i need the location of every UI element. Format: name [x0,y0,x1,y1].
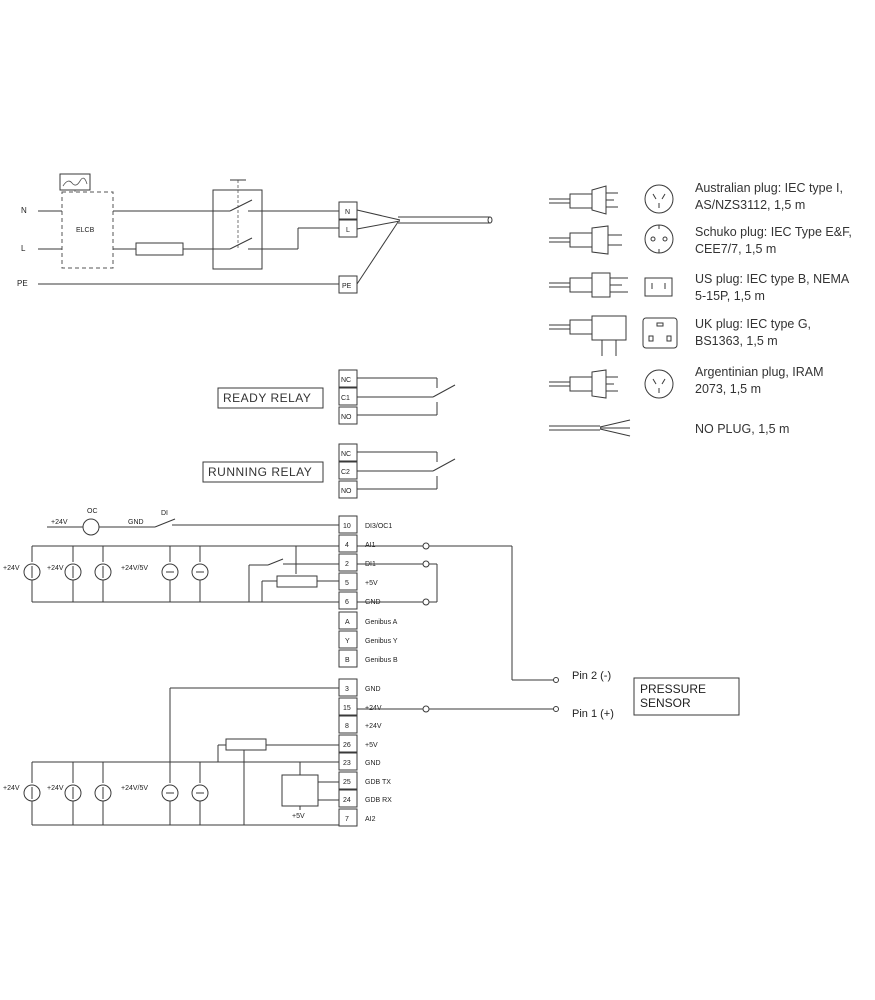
sensor-symbols-2: +24V +24V +24V/5V [3,762,209,825]
n-label: N [21,206,27,215]
ready-relay-label-box [217,387,324,409]
s1-v245: +24V/5V [121,565,148,572]
s1-v24-a: +24V [3,565,20,572]
s2-v245: +24V/5V [121,785,148,792]
io2-num-4: 26 [343,742,351,749]
elcb-label: ELCB [76,227,95,234]
ready-no: NO [341,414,352,421]
potentiometer-1 [276,575,318,588]
io-block-1-terminals [338,515,358,668]
io2-name-1: GND [365,686,381,693]
pe-label: PE [17,279,28,288]
io1-num-4: 5 [345,580,349,587]
gdb-v5-label: +5V [292,813,305,820]
oc-24v-label: +24V [51,519,68,526]
schuko-plug-icon [549,224,674,255]
pressure-sensor-label-1: PRESSURE [640,682,706,696]
io2-name-3: +24V [365,723,382,730]
plug-desc-6: NO PLUG, 1,5 m [695,422,789,436]
plug-desc-4a: UK plug: IEC type G, [695,317,811,331]
power-section: N L PE ELCB N [17,173,493,294]
di-label: DI [161,510,168,517]
plug-desc-1b: AS/NZS3112, 1,5 m [695,198,805,212]
potentiometer-2 [225,738,267,751]
elcb-symbol [59,173,91,191]
io2-name-7: GDB RX [365,797,392,804]
running-relay: RUNNING RELAY NC C2 NO [202,443,456,499]
oc-circle [82,518,100,536]
plug-desc-5b: 2073, 1,5 m [695,382,761,396]
io2-num-7: 24 [343,797,351,804]
io1-name-8: Genibus B [365,657,398,664]
io2-num-5: 23 [343,760,351,767]
running-relay-label-box [202,461,324,483]
io1-num-3: 2 [345,561,349,568]
io1-num-8: B [345,657,350,664]
plug-desc-5a: Argentinian plug, IRAM [695,365,824,379]
running-no: NO [341,488,352,495]
running-nc: NC [341,451,351,458]
plug-desc-3b: 5-15P, 1,5 m [695,289,765,303]
ready-relay: READY RELAY NC C1 NO [217,369,456,425]
io-block-1: 10 4 2 5 6 A Y B DI3/OC1 AI1 DI1 +5V GND… [3,508,559,683]
io1-name-7: Genibus Y [365,638,398,645]
pressure-sensor: PRESSURE SENSOR Pin 2 (-) Pin 1 (+) [553,670,740,720]
io2-name-5: GND [365,760,381,767]
ready-c1: C1 [341,395,350,402]
uk-plug-icon [549,315,678,356]
plug-desc-4b: BS1363, 1,5 m [695,334,778,348]
australian-plug-icon [549,184,674,215]
main-switch [212,189,263,270]
terminal-pe [338,275,358,294]
io2-name-4: +5V [365,742,378,749]
l-label: L [21,244,26,253]
plug-desc-3a: US plug: IEC type B, NEMA [695,272,850,286]
terminal-l-label: L [346,227,350,234]
io2-num-2: 15 [343,705,351,712]
io1-num-6: A [345,619,350,626]
io2-num-8: 7 [345,816,349,823]
fuse [135,242,184,256]
io2-name-8: AI2 [365,816,376,823]
argentinian-plug-icon [549,369,674,399]
io1-name-6: Genibus A [365,619,398,626]
us-plug-icon [549,272,673,298]
io-block-2-terminals [338,678,358,827]
terminal-pe-label: PE [342,283,352,290]
io1-num-1: 10 [343,523,351,530]
ready-relay-label: READY RELAY [223,391,311,405]
di-gnd-label: GND [128,519,144,526]
pressure-sensor-label-2: SENSOR [640,696,691,710]
io1-num-2: 4 [345,542,349,549]
io2-num-6: 25 [343,779,351,786]
ready-nc: NC [341,377,351,384]
plug-desc-1a: Australian plug: IEC type I, [695,181,843,195]
oc-label: OC [87,508,98,515]
s1-v24-b: +24V [47,565,64,572]
io2-name-6: GDB TX [365,779,391,786]
running-c2: C2 [341,469,350,476]
plug-desc-2b: CEE7/7, 1,5 m [695,242,776,256]
plug-list: Australian plug: IEC type I, AS/NZS3112,… [549,181,852,437]
running-relay-label: RUNNING RELAY [208,465,312,479]
io1-num-7: Y [345,638,350,645]
io2-num-3: 8 [345,723,349,730]
s2-v24-b: +24V [47,785,64,792]
io2-num-1: 3 [345,686,349,693]
s2-v24-a: +24V [3,785,20,792]
gdb-module [281,774,319,807]
plug-desc-2a: Schuko plug: IEC Type E&F, [695,225,852,239]
sensor-symbols-1: +24V +24V +24V/5V [3,546,209,602]
pin1-label: Pin 1 (+) [572,708,614,720]
terminal-n-label: N [345,209,350,216]
io1-name-4: +5V [365,580,378,587]
io-block-2: 3 15 8 26 23 25 24 7 GND +24V +24V +5V G… [3,678,554,827]
pressure-sensor-box [633,677,740,716]
pin2-label: Pin 2 (-) [572,670,611,682]
no-plug-icon [549,419,631,437]
io1-name-1: DI3/OC1 [365,523,392,530]
io1-num-5: 6 [345,599,349,606]
